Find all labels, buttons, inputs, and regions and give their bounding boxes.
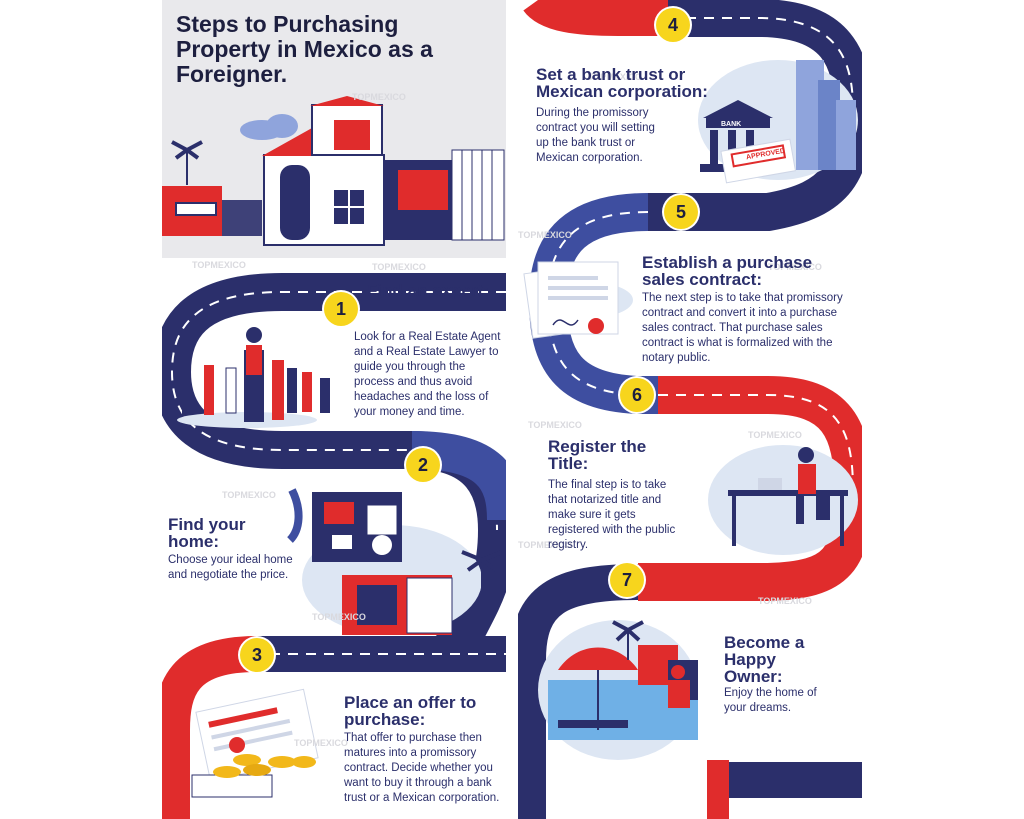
step-body: The final step is to take that notarized… [548,479,676,551]
step-heading: Find an expert: [367,281,489,300]
page-title: Steps to Purchasing Property in Mexico a… [176,11,433,87]
step-body: During the promissory contract you will … [536,107,655,164]
watermark-text: TOPMEXICO [372,262,426,272]
coins-and-contract-illustration [191,688,319,798]
step-number-badge: 7 [610,563,644,597]
step-number-badge: 5 [664,195,698,229]
step-number-badge: 1 [324,292,358,326]
bank-label: BANK [721,121,742,128]
step-heading: Register the Title: [548,437,647,473]
signed-contract-illustration [523,261,633,339]
left-road-illustration [162,0,506,819]
left-panel: Steps to Purchasing Property in Mexico a… [162,0,506,819]
step-body: Enjoy the home of your dreams. [724,687,817,714]
step-number-badge: 4 [656,8,690,42]
watermark-text: TOPMEXICO [192,260,246,270]
header-house-illustration [162,96,505,246]
watermark-text: TOPMEXICO [222,490,276,500]
watermark-text: TOPMEXICO [768,262,822,272]
step-number-badge: 6 [620,378,654,412]
watermark-text: TOPMEXICO [518,230,572,240]
watermark-text: TOPMEXICO [518,540,572,550]
watermark-text: TOPMEXICO [352,92,406,102]
watermark-text: TOPMEXICO [528,420,582,430]
step-number-badge: 2 [406,448,440,482]
step-body: The next step is to take that promissory… [642,292,843,364]
watermark-text: TOPMEXICO [312,612,366,622]
watermark-text: TOPMEXICO [748,430,802,440]
right-panel: BANK APPROVED TOPMEXICO TOPMEXICO TOPMEX… [518,0,862,819]
step-body: Choose your ideal home and negotiate the… [168,554,293,581]
step-heading: Set a bank trust or Mexican corporation: [536,65,708,101]
step-heading: Place an offer to purchase: [344,693,477,729]
house-illustration [286,488,503,635]
step-heading: Become a Happy Owner: [724,633,805,686]
bank-illustration [698,60,858,184]
right-road-illustration [518,0,862,819]
watermark-text: TOPMEXICO [758,596,812,606]
step-number-badge: 3 [240,638,274,672]
watermark-text: TOPMEXICO [294,738,348,748]
step-body: That offer to purchase then matures into… [344,732,500,804]
step-body: Look for a Real Estate Agent and a Real … [354,331,501,418]
poolside-relax-illustration [538,620,698,760]
watermark-text: TOPMEXICO [588,72,642,82]
step-heading: Find your home: [168,515,246,551]
step-heading: Establish a purchase sales contract: [642,253,813,289]
team-of-people-illustration [177,327,330,428]
woman-at-desk-illustration [708,445,858,555]
